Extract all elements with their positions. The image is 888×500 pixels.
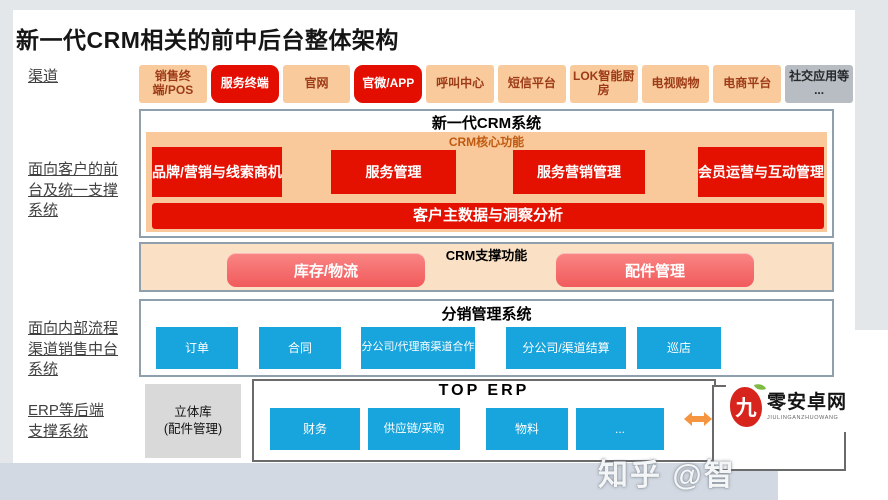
- distribution-system-box: 分销管理系统 订单 合同 分公司/代理商渠道合作 分公司/渠道结算 巡店: [139, 299, 834, 377]
- crm-support-box: CRM支撑功能 库存/物流 配件管理: [139, 242, 834, 292]
- row-label-channels: 渠道: [28, 68, 59, 85]
- crm-system-title: 新一代CRM系统: [431, 115, 542, 132]
- crm-system-box: 新一代CRM系统 CRM核心功能 品牌/营销与线索商机 服务管理 服务营销管理 …: [139, 109, 834, 238]
- top-erp-box: TOP ERP 财务 供应链/采购 物料 ...: [252, 379, 716, 462]
- row-label-back-systems: ERP等后端支撑系统: [28, 402, 104, 440]
- module-customer-master-data: 客户主数据与洞察分析: [152, 203, 824, 229]
- module-contracts: 合同: [259, 327, 341, 369]
- channel-social-apps: 社交应用等 ...: [785, 65, 853, 103]
- warehouse-line2: (配件管理): [163, 422, 223, 436]
- module-finance: 财务: [270, 408, 360, 450]
- logo-subtext: JIULINGANZHUOWANG: [767, 414, 839, 421]
- channel-sms: 短信平台: [497, 65, 566, 103]
- module-store-patrol: 巡店: [637, 327, 721, 369]
- row-label-middle-systems: 面向内部流程渠道销售中台系统: [28, 320, 119, 379]
- logo-leaf-icon: [753, 381, 767, 393]
- distribution-title: 分销管理系统: [441, 306, 532, 323]
- crm-support-label: CRM支撑功能: [445, 248, 528, 263]
- logo-seal-char: 九: [735, 397, 757, 420]
- bottom-edge-strip: [0, 463, 778, 500]
- module-materials: 物料: [486, 408, 568, 450]
- module-erp-more: ...: [576, 408, 664, 450]
- module-parts-management: 配件管理: [556, 253, 754, 287]
- module-orders: 订单: [156, 327, 238, 369]
- channel-lok-kitchen: LOK智能厨房: [569, 65, 638, 103]
- channel-service-terminal: 服务终端: [210, 65, 279, 103]
- channel-row: 销售终端/POS 服务终端 官网 官微/APP 呼叫中心 短信平台 LOK智能厨…: [139, 65, 853, 103]
- double-arrow-icon: [684, 412, 712, 426]
- left-edge-strip: [0, 10, 13, 463]
- channel-website: 官网: [282, 65, 351, 103]
- module-inventory-logistics: 库存/物流: [227, 253, 425, 287]
- top-erp-title: TOP ERP: [438, 382, 530, 399]
- warehouse-line1: 立体库: [174, 405, 212, 420]
- row-label-front-systems: 面向客户的前台及统一支撑系统: [28, 161, 119, 220]
- logo-text: 零安卓网 JIULINGANZHUOWANG: [767, 393, 847, 421]
- zhihu-watermark: 知乎 @智: [598, 459, 736, 492]
- crm-core-panel: CRM核心功能 品牌/营销与线索商机 服务管理 服务营销管理 会员运营与互动管理…: [146, 132, 827, 232]
- top-edge-strip: [0, 0, 888, 10]
- site-logo: 九 零安卓网 JIULINGANZHUOWANG: [726, 381, 862, 432]
- right-edge-strip: [855, 10, 888, 330]
- module-member-operations: 会员运营与互动管理: [698, 147, 824, 197]
- module-service-marketing: 服务营销管理: [513, 150, 645, 194]
- module-supply-chain-procurement: 供应链/采购: [368, 408, 460, 450]
- page-title: 新一代CRM相关的前中后台整体架构: [16, 27, 399, 53]
- crm-core-label: CRM核心功能: [448, 135, 525, 149]
- module-service-management: 服务管理: [331, 150, 456, 194]
- warehouse-box: 立体库 (配件管理): [145, 384, 241, 458]
- channel-call-center: 呼叫中心: [426, 65, 494, 103]
- module-brand-marketing-leads: 品牌/营销与线索商机: [152, 147, 282, 197]
- logo-name: 零安卓网: [767, 392, 848, 414]
- channel-ecommerce: 电商平台: [713, 65, 782, 103]
- logo-seal-icon: 九: [730, 381, 767, 427]
- module-branch-channel-settlement: 分公司/渠道结算: [506, 327, 626, 369]
- module-branch-agent-cooperation: 分公司/代理商渠道合作: [361, 327, 475, 369]
- channel-pos: 销售终端/POS: [139, 65, 207, 103]
- channel-wechat-app: 官微/APP: [354, 65, 423, 103]
- channel-tv-shopping: 电视购物: [641, 65, 710, 103]
